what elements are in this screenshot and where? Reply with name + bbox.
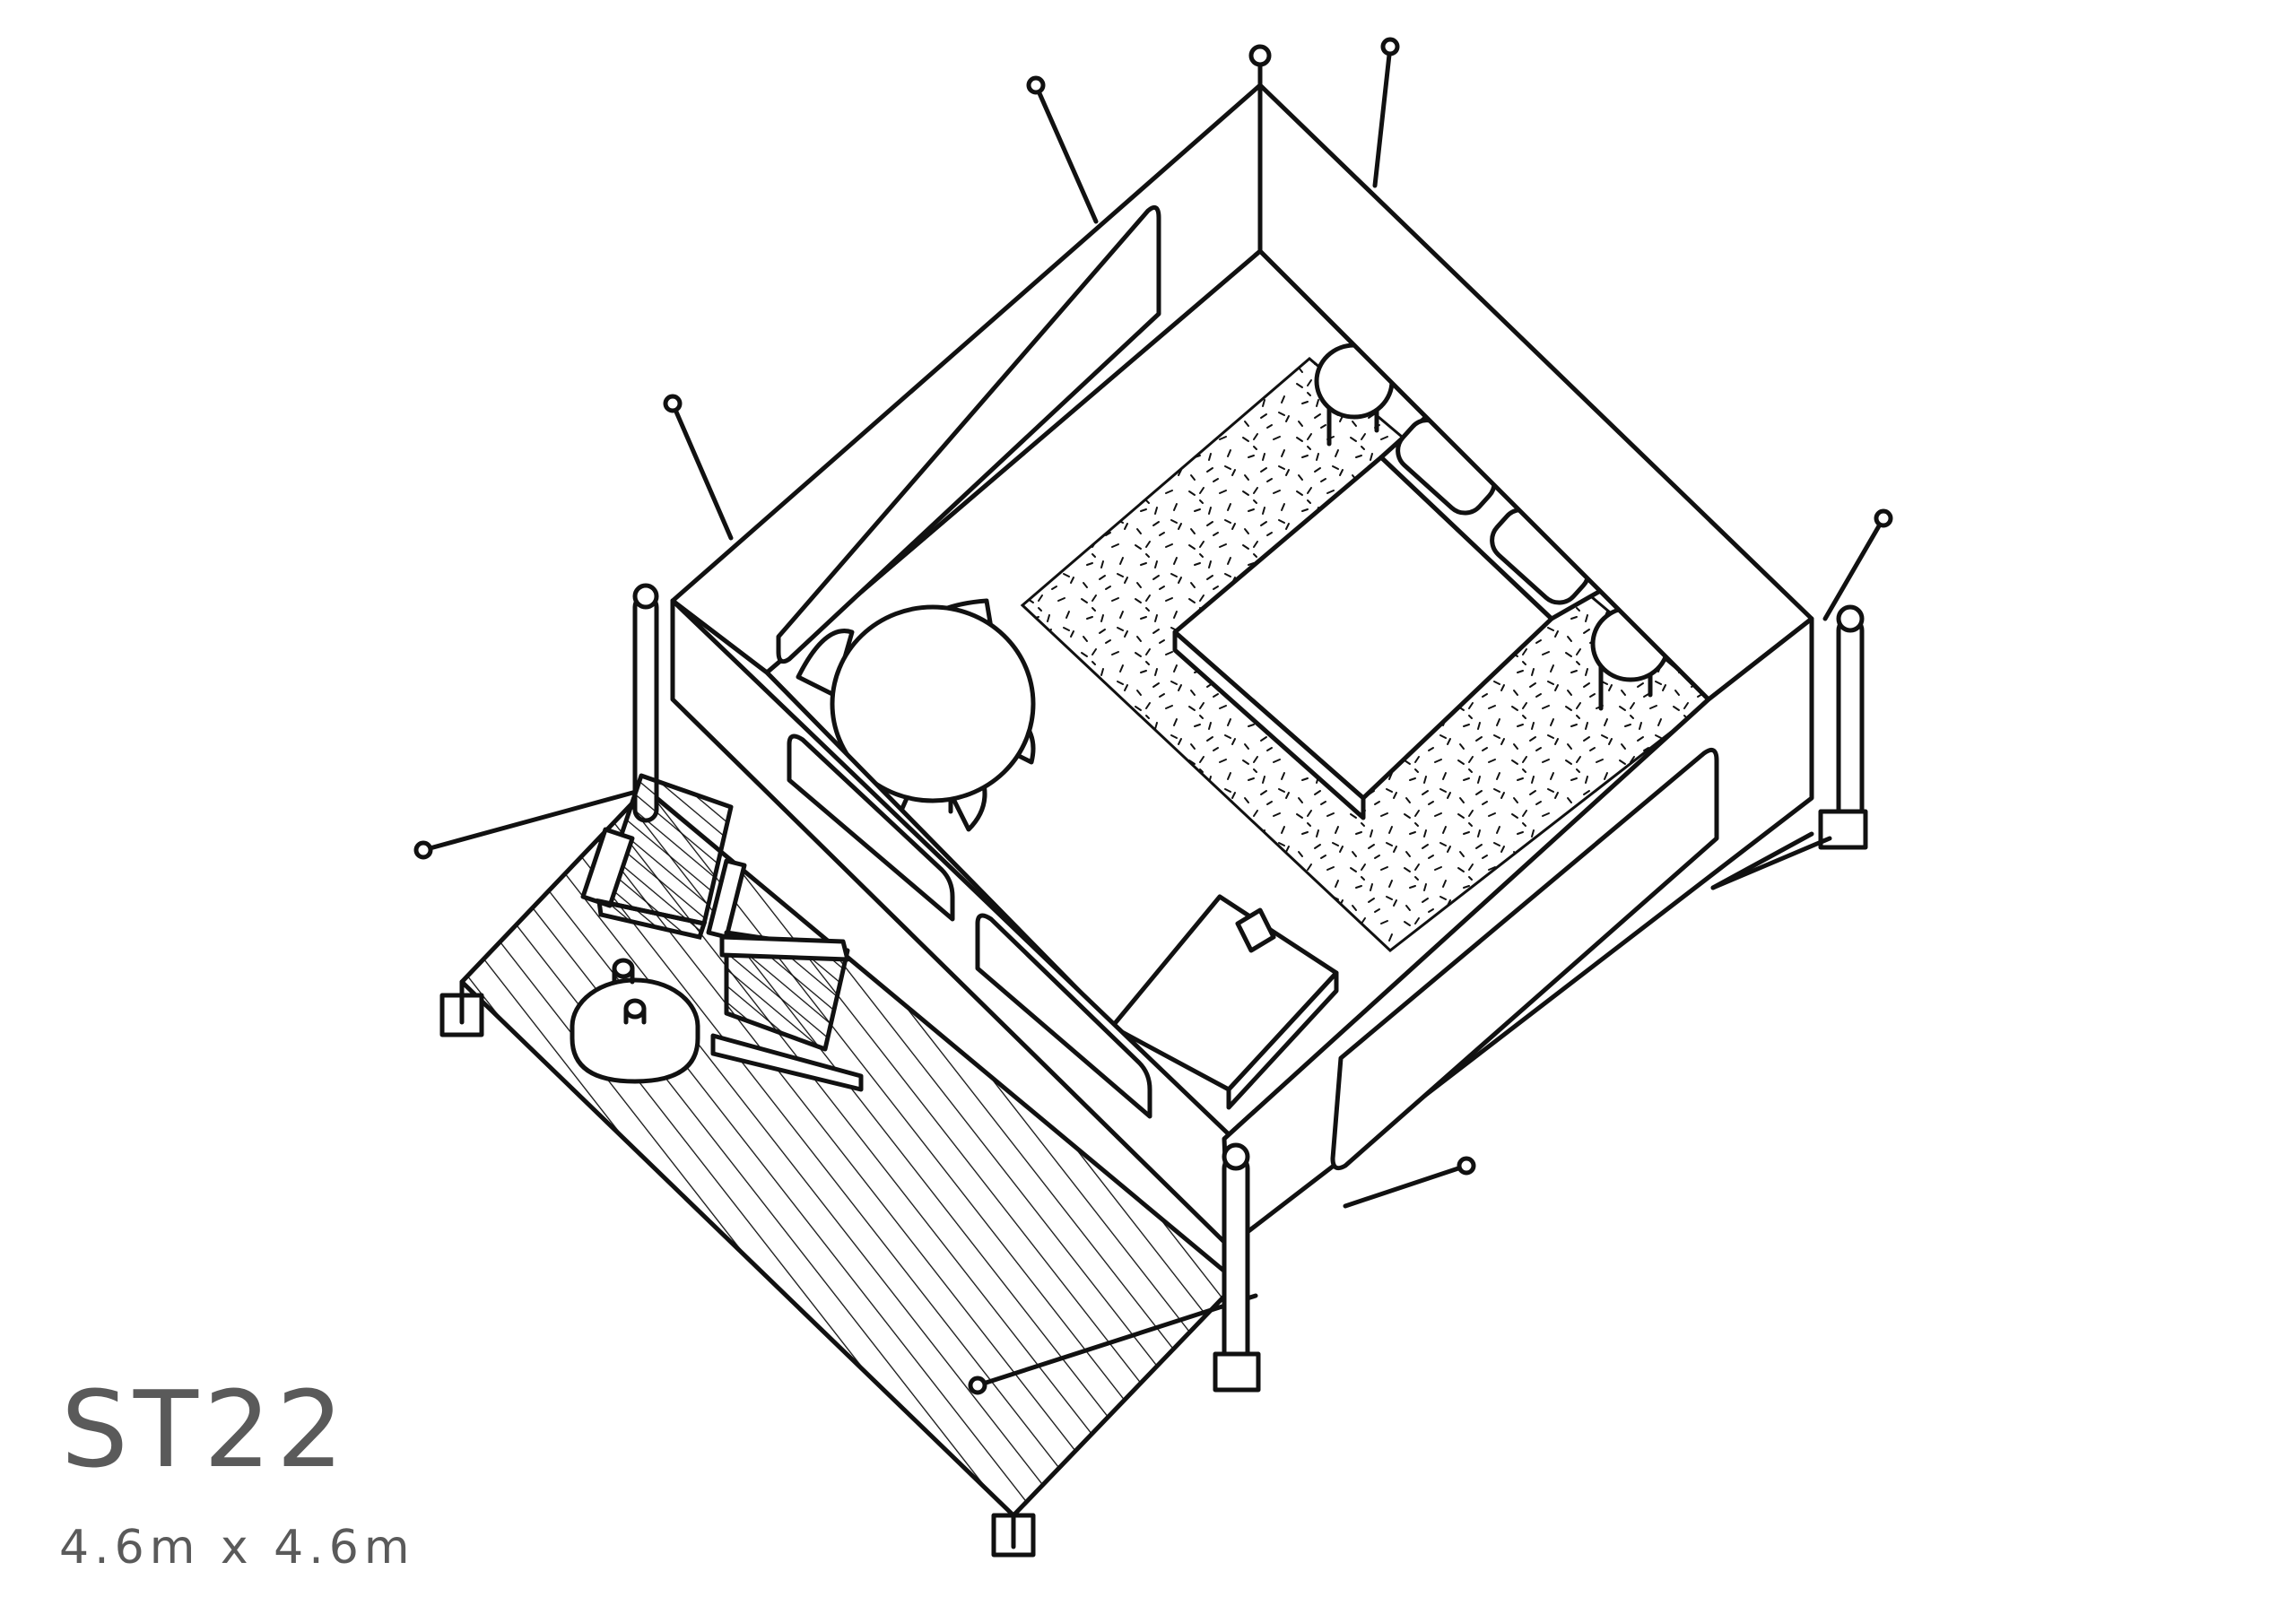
bed xyxy=(1172,414,1617,820)
model-code: ST22 xyxy=(61,1367,350,1491)
fire-pit xyxy=(570,958,700,1084)
guy-ropes xyxy=(413,37,1893,1395)
deck-chairs xyxy=(580,773,864,1092)
wall-front-left xyxy=(670,598,1231,1249)
model-dimensions: 4.6m x 4.6m xyxy=(59,1521,415,1575)
dining-table-set xyxy=(796,598,1036,832)
kitchen-bench xyxy=(1109,894,1339,1110)
tent-poles xyxy=(632,44,1868,1393)
